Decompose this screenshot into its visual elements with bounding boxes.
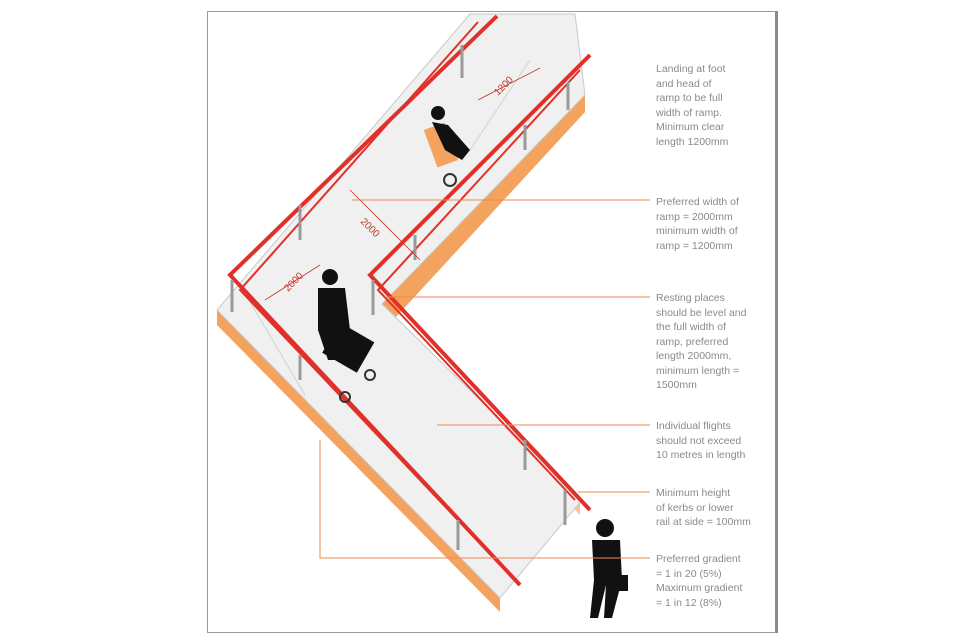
ramp-side-lower-flight bbox=[217, 310, 500, 612]
adult-with-pushchair-figure bbox=[318, 269, 376, 403]
handrail-outer-lower bbox=[238, 21, 511, 576]
walking-person-figure bbox=[590, 519, 628, 618]
handrail-inner-lower bbox=[376, 69, 581, 501]
note-kerb-height: Minimum height of kerbs or lower rail at… bbox=[656, 487, 751, 528]
note-flight-length: Individual flights should not exceed 10 … bbox=[656, 420, 746, 461]
note-gradient: Preferred gradient = 1 in 20 (5%) Maximu… bbox=[656, 553, 743, 609]
handrail-posts bbox=[230, 45, 570, 550]
leader-lines bbox=[319, 199, 650, 559]
wheelchair-user-figure bbox=[423, 106, 470, 187]
handrail-inner bbox=[367, 53, 592, 512]
note-landing: Landing at foot and head of ramp to be f… bbox=[656, 63, 729, 148]
handrail-outer bbox=[227, 14, 522, 587]
note-ramp-width: Preferred width of ramp = 2000mm minimum… bbox=[656, 196, 739, 252]
ramp-side-upper-flight bbox=[382, 95, 585, 318]
note-resting-places: Resting places should be level and the f… bbox=[656, 292, 747, 391]
